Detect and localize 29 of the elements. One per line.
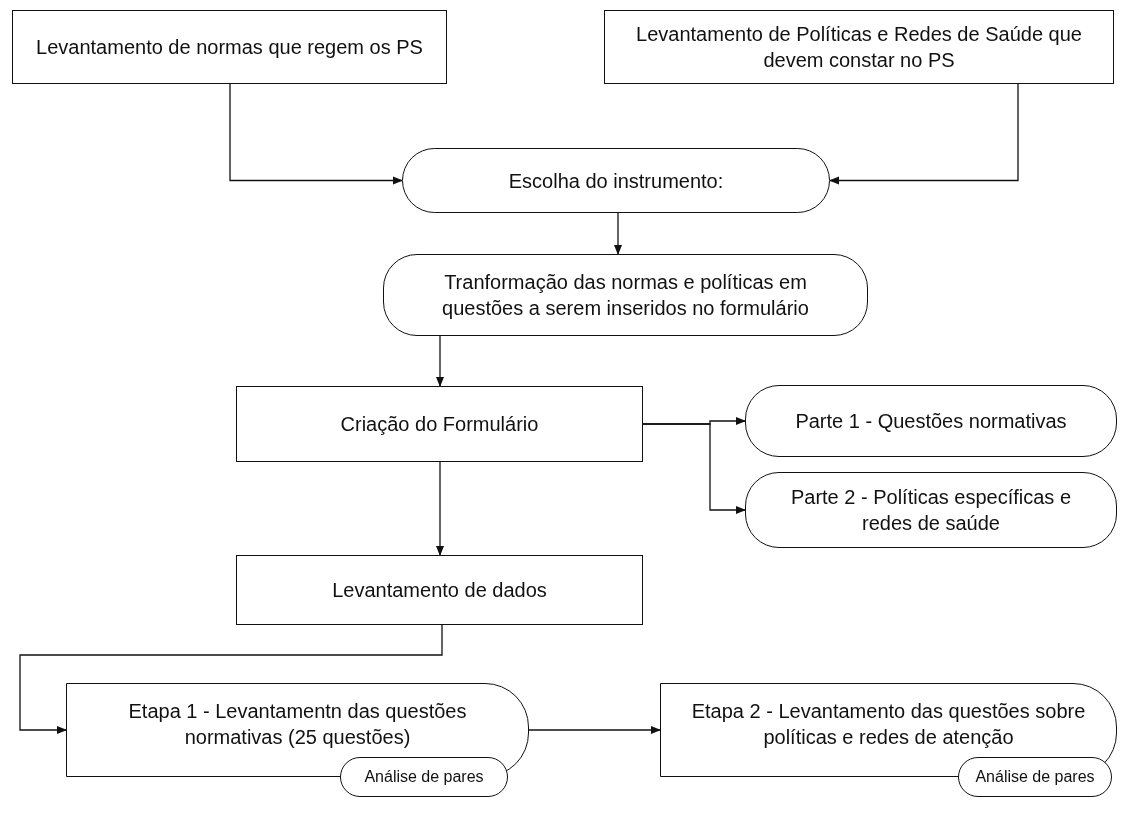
node-text: Etapa 2 - Levantamento das questões sobre políticas e redes de atenção — [690, 699, 1087, 750]
node-text: Parte 1 - Questões normativas — [795, 409, 1067, 434]
arrow — [528, 726, 661, 734]
arrow — [436, 461, 444, 556]
process-box — [236, 386, 643, 462]
process-box — [604, 10, 1114, 84]
node-text: Análise de pares — [975, 766, 1095, 787]
arrow — [829, 83, 1019, 185]
node-text: Parte 2 - Políticas específicas e redes de saúde — [789, 485, 1073, 536]
node-text: Etapa 1 - Levantamentn das questões normativas (25 questões) — [127, 699, 468, 750]
tag-pill — [958, 757, 1112, 797]
node-text: Tranformação das normas e políticas em questões a serem inseridos no formulário — [441, 270, 810, 321]
rounded-box — [745, 472, 1117, 548]
process-box — [12, 10, 447, 84]
node-text: Levantamento de dados — [332, 578, 547, 603]
node-text: Levantamento de normas que regem os PS — [36, 35, 423, 60]
arrow — [229, 83, 403, 185]
node-text: Levantamento de Políticas e Redes de Saúde que devem constar no PS — [635, 22, 1083, 73]
node-text: Escolha do instrumento: — [508, 168, 724, 194]
process-box — [236, 555, 643, 625]
tag-pill — [340, 757, 508, 797]
rounded-box — [383, 254, 868, 336]
node-text: Criação do Formulário — [340, 412, 539, 437]
arrow — [19, 624, 443, 734]
node-text: Análise de pares — [364, 766, 484, 787]
rounded-box — [745, 385, 1117, 457]
arrow — [642, 423, 746, 514]
arrow — [436, 335, 444, 387]
arrow — [614, 212, 622, 255]
